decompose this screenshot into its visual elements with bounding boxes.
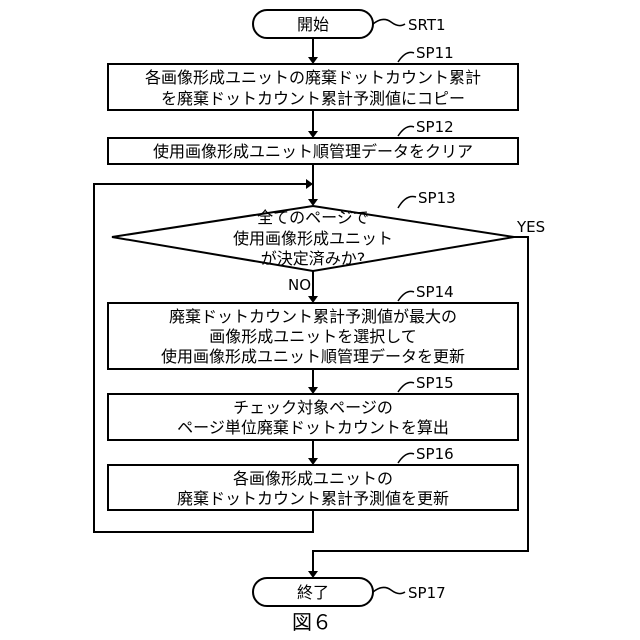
arrowhead [308,57,318,64]
start-label-leader [373,19,405,25]
sp13-line-1: 全てのページで [257,208,369,227]
no-label: NO [288,276,311,294]
sp15-line-1: チェック対象ページの [233,398,393,417]
start-step-label: SRT1 [408,16,446,34]
sp11-step-label: SP11 [416,44,454,62]
sp14-label-leader [398,291,414,301]
arrowhead [308,131,318,138]
sp11-line-2: を廃棄ドットカウント累計予測値にコピー [161,89,465,108]
process-sp11: 各画像形成ユニットの廃棄ドットカウント累計 を廃棄ドットカウント累計予測値にコピ… [108,64,518,110]
arrowhead [308,199,318,206]
sp11-line-1: 各画像形成ユニットの廃棄ドットカウント累計 [145,68,481,87]
sp14-step-label: SP14 [416,283,454,301]
sp14-line-3: 使用画像形成ユニット順管理データを更新 [161,347,465,366]
start-text: 開始 [297,15,329,34]
sp16-label-leader [398,453,414,463]
sp13-line-2: 使用画像形成ユニット [233,229,393,248]
sp12-line-1: 使用画像形成ユニット順管理データをクリア [153,142,473,161]
sp12-step-label: SP12 [416,118,454,136]
sp14-line-2: 画像形成ユニットを選択して [209,327,417,346]
sp11-label-leader [398,52,414,62]
process-sp15: チェック対象ページの ページ単位廃棄ドットカウントを算出 [108,394,518,440]
sp15-line-2: ページ単位廃棄ドットカウントを算出 [177,418,449,437]
sp15-step-label: SP15 [416,374,454,392]
decision-sp13: 全てのページで 使用画像形成ユニット が決定済みか? [112,206,514,271]
arrowhead [308,296,318,303]
figure-caption: 図６ [292,610,332,634]
process-sp16: 各画像形成ユニットの 廃棄ドットカウント累計予測値を更新 [108,465,518,510]
sp13-step-label: SP13 [418,189,456,207]
arrowhead [308,387,318,394]
sp16-line-1: 各画像形成ユニットの [233,469,393,488]
end-terminal: 終了 [253,578,373,606]
start-terminal: 開始 [253,10,373,38]
sp13-label-leader [398,196,416,208]
sp16-step-label: SP16 [416,445,454,463]
sp13-line-3: が決定済みか? [261,249,366,268]
arrowhead [306,179,313,189]
end-label-leader [373,587,405,593]
process-sp12: 使用画像形成ユニット順管理データをクリア [108,138,518,164]
sp15-label-leader [398,382,414,392]
arrowhead [308,571,318,578]
sp16-line-2: 廃棄ドットカウント累計予測値を更新 [177,489,449,508]
end-text: 終了 [297,583,329,602]
process-sp14: 廃棄ドットカウント累計予測値が最大の 画像形成ユニットを選択して 使用画像形成ユ… [108,303,518,369]
end-step-label: SP17 [408,584,446,602]
arrowhead [308,458,318,465]
sp14-line-1: 廃棄ドットカウント累計予測値が最大の [169,307,457,326]
yes-label: YES [516,218,545,236]
sp12-label-leader [398,126,414,136]
